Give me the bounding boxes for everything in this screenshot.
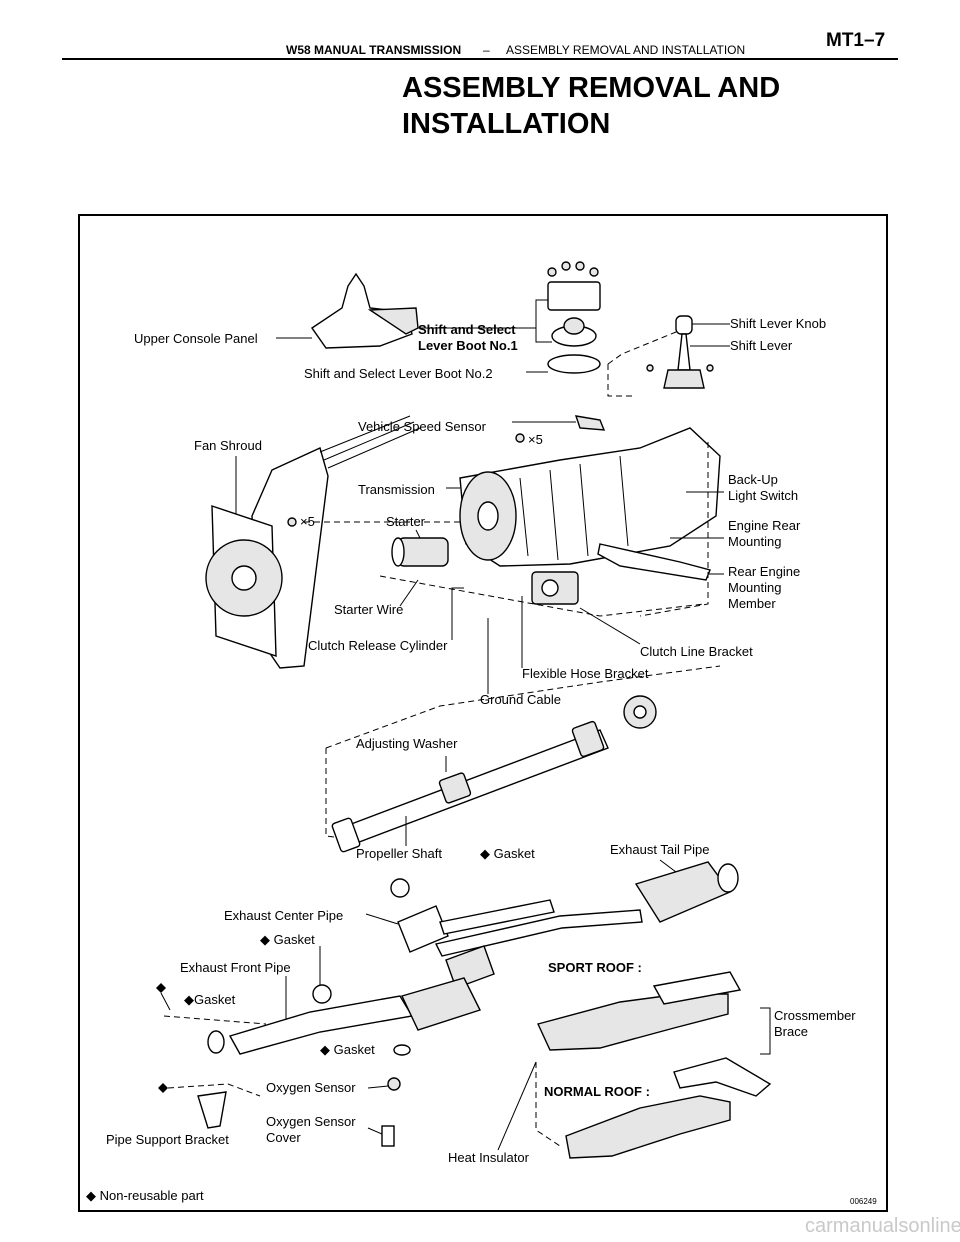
non-reusable-marker-1	[156, 983, 166, 993]
dash-normal-roof	[535, 1062, 561, 1147]
label-upper-console-panel: Upper Console Panel	[134, 331, 258, 346]
label-gasket-center: ◆ Gasket	[260, 932, 315, 947]
leader-clutch-line	[579, 607, 641, 645]
exploded-diagram: Upper Console Panel Shift and Select Lev…	[86, 261, 877, 1206]
dash-pipe-support	[167, 1083, 261, 1097]
exploded-view-figure: Upper Console Panel Shift and Select Lev…	[78, 214, 888, 1212]
crossmember-brace-drawing	[673, 1057, 772, 1097]
normal-roof-heat-insulator-drawing	[565, 1095, 731, 1159]
label-fan-shroud: Fan Shroud	[194, 438, 262, 453]
label-transmission: Transmission	[358, 482, 435, 497]
label-pipe-support-bracket: Pipe Support Bracket	[106, 1132, 229, 1147]
label-gasket-top: ◆ Gasket	[480, 846, 535, 861]
label-gasket-front: ◆Gasket	[184, 992, 236, 1007]
dash-lower-trans	[379, 575, 705, 617]
exhaust-front-pipe-drawing	[207, 977, 481, 1055]
label-o2-cover-line1: Oxygen Sensor	[266, 1114, 356, 1129]
label-exhaust-center-pipe: Exhaust Center Pipe	[224, 908, 343, 923]
propeller-shaft-drawing	[331, 695, 657, 853]
watermark: carmanualsonline.info	[805, 1215, 960, 1237]
header-separator: –	[483, 43, 490, 57]
label-vehicle-speed-sensor: Vehicle Speed Sensor	[358, 419, 487, 434]
o2-cover-drawing	[381, 1125, 395, 1147]
page-header: W58 MANUAL TRANSMISSION – ASSEMBLY REMOV…	[0, 0, 960, 64]
label-exhaust-tail-pipe: Exhaust Tail Pipe	[610, 842, 710, 857]
figure-code: 006249	[850, 1197, 877, 1206]
leader-heat-insulator	[497, 1061, 537, 1151]
label-non-reusable-part: ◆ Non-reusable part	[86, 1188, 204, 1203]
label-boot-1-line2: Lever Boot No.1	[418, 338, 518, 353]
shift-boot-assembly-drawing	[547, 261, 601, 374]
label-starter: Starter	[386, 514, 426, 529]
label-rear-member-line3: Member	[728, 596, 776, 611]
page-title: ASSEMBLY REMOVAL AND INSTALLATION	[402, 72, 781, 140]
label-engine-rear-line2: Mounting	[728, 534, 781, 549]
dash-trans-propshaft	[325, 665, 721, 749]
non-reusable-marker-2	[158, 1083, 168, 1093]
label-boot-1-line1: Shift and Select	[418, 322, 516, 337]
leader-starter	[415, 529, 421, 539]
bolt-x5-top	[515, 433, 525, 443]
label-o2-cover-line2: Cover	[266, 1130, 301, 1145]
label-rear-member-line1: Rear Engine	[728, 564, 800, 579]
leader-boot-1	[418, 299, 548, 329]
leader-marker-1	[160, 992, 171, 1011]
label-crossmember-line1: Crossmember	[774, 1008, 856, 1023]
dash-shift-1	[607, 331, 677, 365]
gasket-lower-drawing	[393, 1044, 411, 1056]
rear-member-drawing	[597, 543, 711, 581]
leader-tail-pipe	[659, 859, 677, 873]
manual-title: W58 MANUAL TRANSMISSION	[286, 43, 462, 57]
label-shift-lever-knob: Shift Lever Knob	[730, 316, 826, 331]
dash-shift-2	[607, 364, 636, 397]
label-flexible-hose-bracket: Flexible Hose Bracket	[522, 666, 649, 681]
label-clutch-release-cylinder: Clutch Release Cylinder	[308, 638, 448, 653]
label-starter-wire: Starter Wire	[334, 602, 403, 617]
exhaust-tail-pipe-drawing	[634, 861, 739, 923]
clutch-cylinder-drawing	[531, 571, 579, 605]
page-number: MT1–7	[826, 30, 886, 51]
leader-o2-cover	[367, 1127, 383, 1135]
label-gasket-lower: ◆ Gasket	[320, 1042, 375, 1057]
label-oxygen-sensor: Oxygen Sensor	[266, 1080, 356, 1095]
label-engine-rear-line1: Engine Rear	[728, 518, 801, 533]
pipe-support-bracket-drawing	[197, 1091, 227, 1129]
speed-sensor-drawing	[574, 415, 606, 431]
leader-oxygen-sensor	[367, 1085, 389, 1089]
label-shift-lever: Shift Lever	[730, 338, 793, 353]
bolt-x5-left	[287, 517, 297, 527]
sport-roof-heat-insulator-drawing	[537, 971, 742, 1051]
leader-crossmember	[760, 1007, 771, 1055]
label-adjusting-washer: Adjusting Washer	[356, 736, 458, 751]
label-ground-cable: Ground Cable	[480, 692, 561, 707]
leader-boot-1b	[535, 328, 552, 343]
label-boot-2: Shift and Select Lever Boot No.2	[304, 366, 493, 381]
oxygen-sensor-drawing	[387, 1077, 401, 1091]
label-normal-roof: NORMAL ROOF :	[544, 1084, 650, 1099]
exhaust-center-pipe-drawing	[390, 878, 643, 989]
section-title: ASSEMBLY REMOVAL AND INSTALLATION	[506, 43, 746, 57]
label-x5-top: ×5	[528, 432, 543, 447]
label-exhaust-front-pipe: Exhaust Front Pipe	[180, 960, 291, 975]
leader-center-pipe	[365, 913, 399, 925]
label-sport-roof: SPORT ROOF :	[548, 960, 642, 975]
starter-drawing	[391, 537, 449, 567]
dash-gasket-front	[163, 1015, 267, 1025]
header-rule	[62, 58, 898, 60]
dash-right-trans	[639, 442, 709, 617]
leader-starter-wire	[399, 579, 419, 607]
transmission-drawing	[459, 427, 721, 567]
label-rear-member-line2: Mounting	[728, 580, 781, 595]
label-backup-line1: Back-Up	[728, 472, 778, 487]
label-heat-insulator: Heat Insulator	[448, 1150, 530, 1165]
label-crossmember-line2: Brace	[774, 1024, 808, 1039]
label-backup-line2: Light Switch	[728, 488, 798, 503]
fan-shroud-drawing	[205, 415, 421, 669]
upper-console-panel-drawing	[311, 272, 419, 349]
label-propeller-shaft: Propeller Shaft	[356, 846, 442, 861]
leader-clutch-cylinder	[451, 587, 464, 640]
shift-lever-drawing	[646, 315, 714, 389]
label-clutch-line-bracket: Clutch Line Bracket	[640, 644, 753, 659]
